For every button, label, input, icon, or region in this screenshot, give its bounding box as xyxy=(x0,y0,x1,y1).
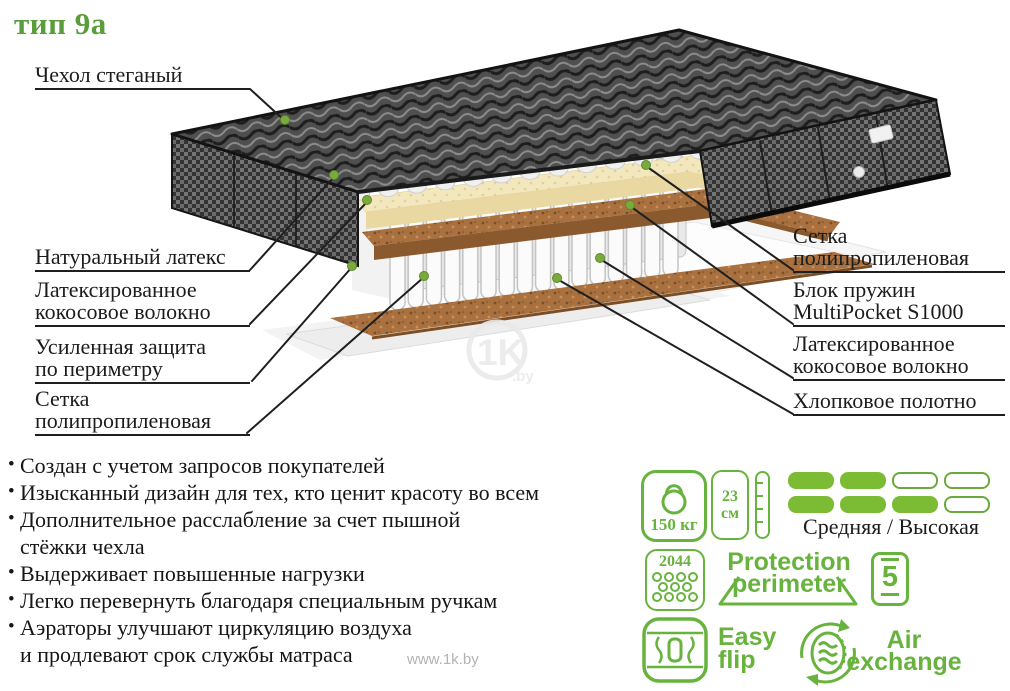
firmness-pill-filled xyxy=(788,472,834,489)
callout-pp-mesh-left: Сетка полипропиленовая xyxy=(35,388,250,436)
cover-vent xyxy=(853,166,865,178)
callout-cotton-fabric: Хлопковое полотно xyxy=(793,390,1005,416)
firmness-pill-empty xyxy=(892,472,938,489)
callout-spring-block: Блок пружин MultiPocket S1000 xyxy=(793,279,1005,327)
leader-lines xyxy=(246,88,794,434)
kettlebell-icon xyxy=(661,484,687,515)
firmness-pill-empty xyxy=(944,496,990,513)
cover-label-tag xyxy=(868,124,894,144)
feature-list: Создан с учетом запросов покупателейИзыс… xyxy=(8,451,633,668)
zones-value: 5 xyxy=(880,561,900,596)
lower-coir-layer xyxy=(330,252,874,336)
callout-latex-coir-right: Латексированное кокосовое волокно xyxy=(793,333,1005,381)
callout-marker-dots xyxy=(280,115,651,283)
spring-count-value: 2044 xyxy=(659,553,691,570)
quilted-cover xyxy=(170,28,952,268)
callout-natural-latex: Натуральный латекс xyxy=(35,246,250,272)
perimeter-trapezoid-icon xyxy=(718,576,858,606)
zones-top-bar xyxy=(881,558,899,561)
svg-text:1K: 1K xyxy=(477,332,525,373)
springs-grid-icon xyxy=(652,572,698,602)
firmness-row xyxy=(788,496,1000,513)
page-title: тип 9а xyxy=(14,6,107,41)
height-badge: 23 см xyxy=(711,470,749,540)
feature-item: Создан с учетом запросов покупателей xyxy=(8,451,633,479)
height-unit: см xyxy=(721,505,739,522)
site-watermark: www.1k.by xyxy=(407,651,479,668)
callout-latex-coir-left: Латексированное кокосовое волокно xyxy=(35,279,250,327)
callout-perimeter-protection: Усиленная защита по периметру xyxy=(35,336,250,384)
feature-item: Аэраторы улучшают циркуляцию воздуха и п… xyxy=(8,613,633,668)
ruler-icon xyxy=(755,471,770,539)
height-value: 23 xyxy=(722,488,738,505)
firmness-pill-filled xyxy=(892,496,938,513)
feature-item: Выдерживает повышенные нагрузки xyxy=(8,559,633,587)
max-weight-value: 150 кг xyxy=(650,515,698,534)
air-exchange-icon xyxy=(800,619,856,686)
firmness-scale xyxy=(788,472,1000,520)
firmness-pill-filled xyxy=(840,496,886,513)
zones-badge: 5 xyxy=(871,552,909,606)
feature-item: Дополнительное расслабление за счет пышн… xyxy=(8,505,633,560)
firmness-row xyxy=(788,472,1000,489)
air-exchange-label: Air exchange xyxy=(846,626,962,676)
max-weight-badge: 150 кг xyxy=(641,470,707,542)
firmness-label: Средняя / Высокая xyxy=(803,514,979,539)
firmness-pill-filled xyxy=(788,496,834,513)
watermark-logo: 1K .by xyxy=(466,319,534,385)
firmness-pill-empty xyxy=(944,472,990,489)
easy-flip-label: Easy flip xyxy=(718,623,777,674)
protection-perimeter-label: Protection perimeter xyxy=(727,548,851,598)
firmness-pill-filled xyxy=(840,472,886,489)
easy-flip-icon xyxy=(642,617,708,683)
callout-quilted-cover: Чехол стеганый xyxy=(35,64,250,90)
callout-pp-mesh-right: Сетка полипропиленовая xyxy=(793,225,1005,273)
spring-count-badge: 2044 xyxy=(645,549,705,611)
svg-text:.by: .by xyxy=(512,368,534,385)
feature-item: Изысканный дизайн для тех, кто ценит кра… xyxy=(8,478,633,506)
feature-item: Легко перевернуть благодаря специальным … xyxy=(8,586,633,614)
